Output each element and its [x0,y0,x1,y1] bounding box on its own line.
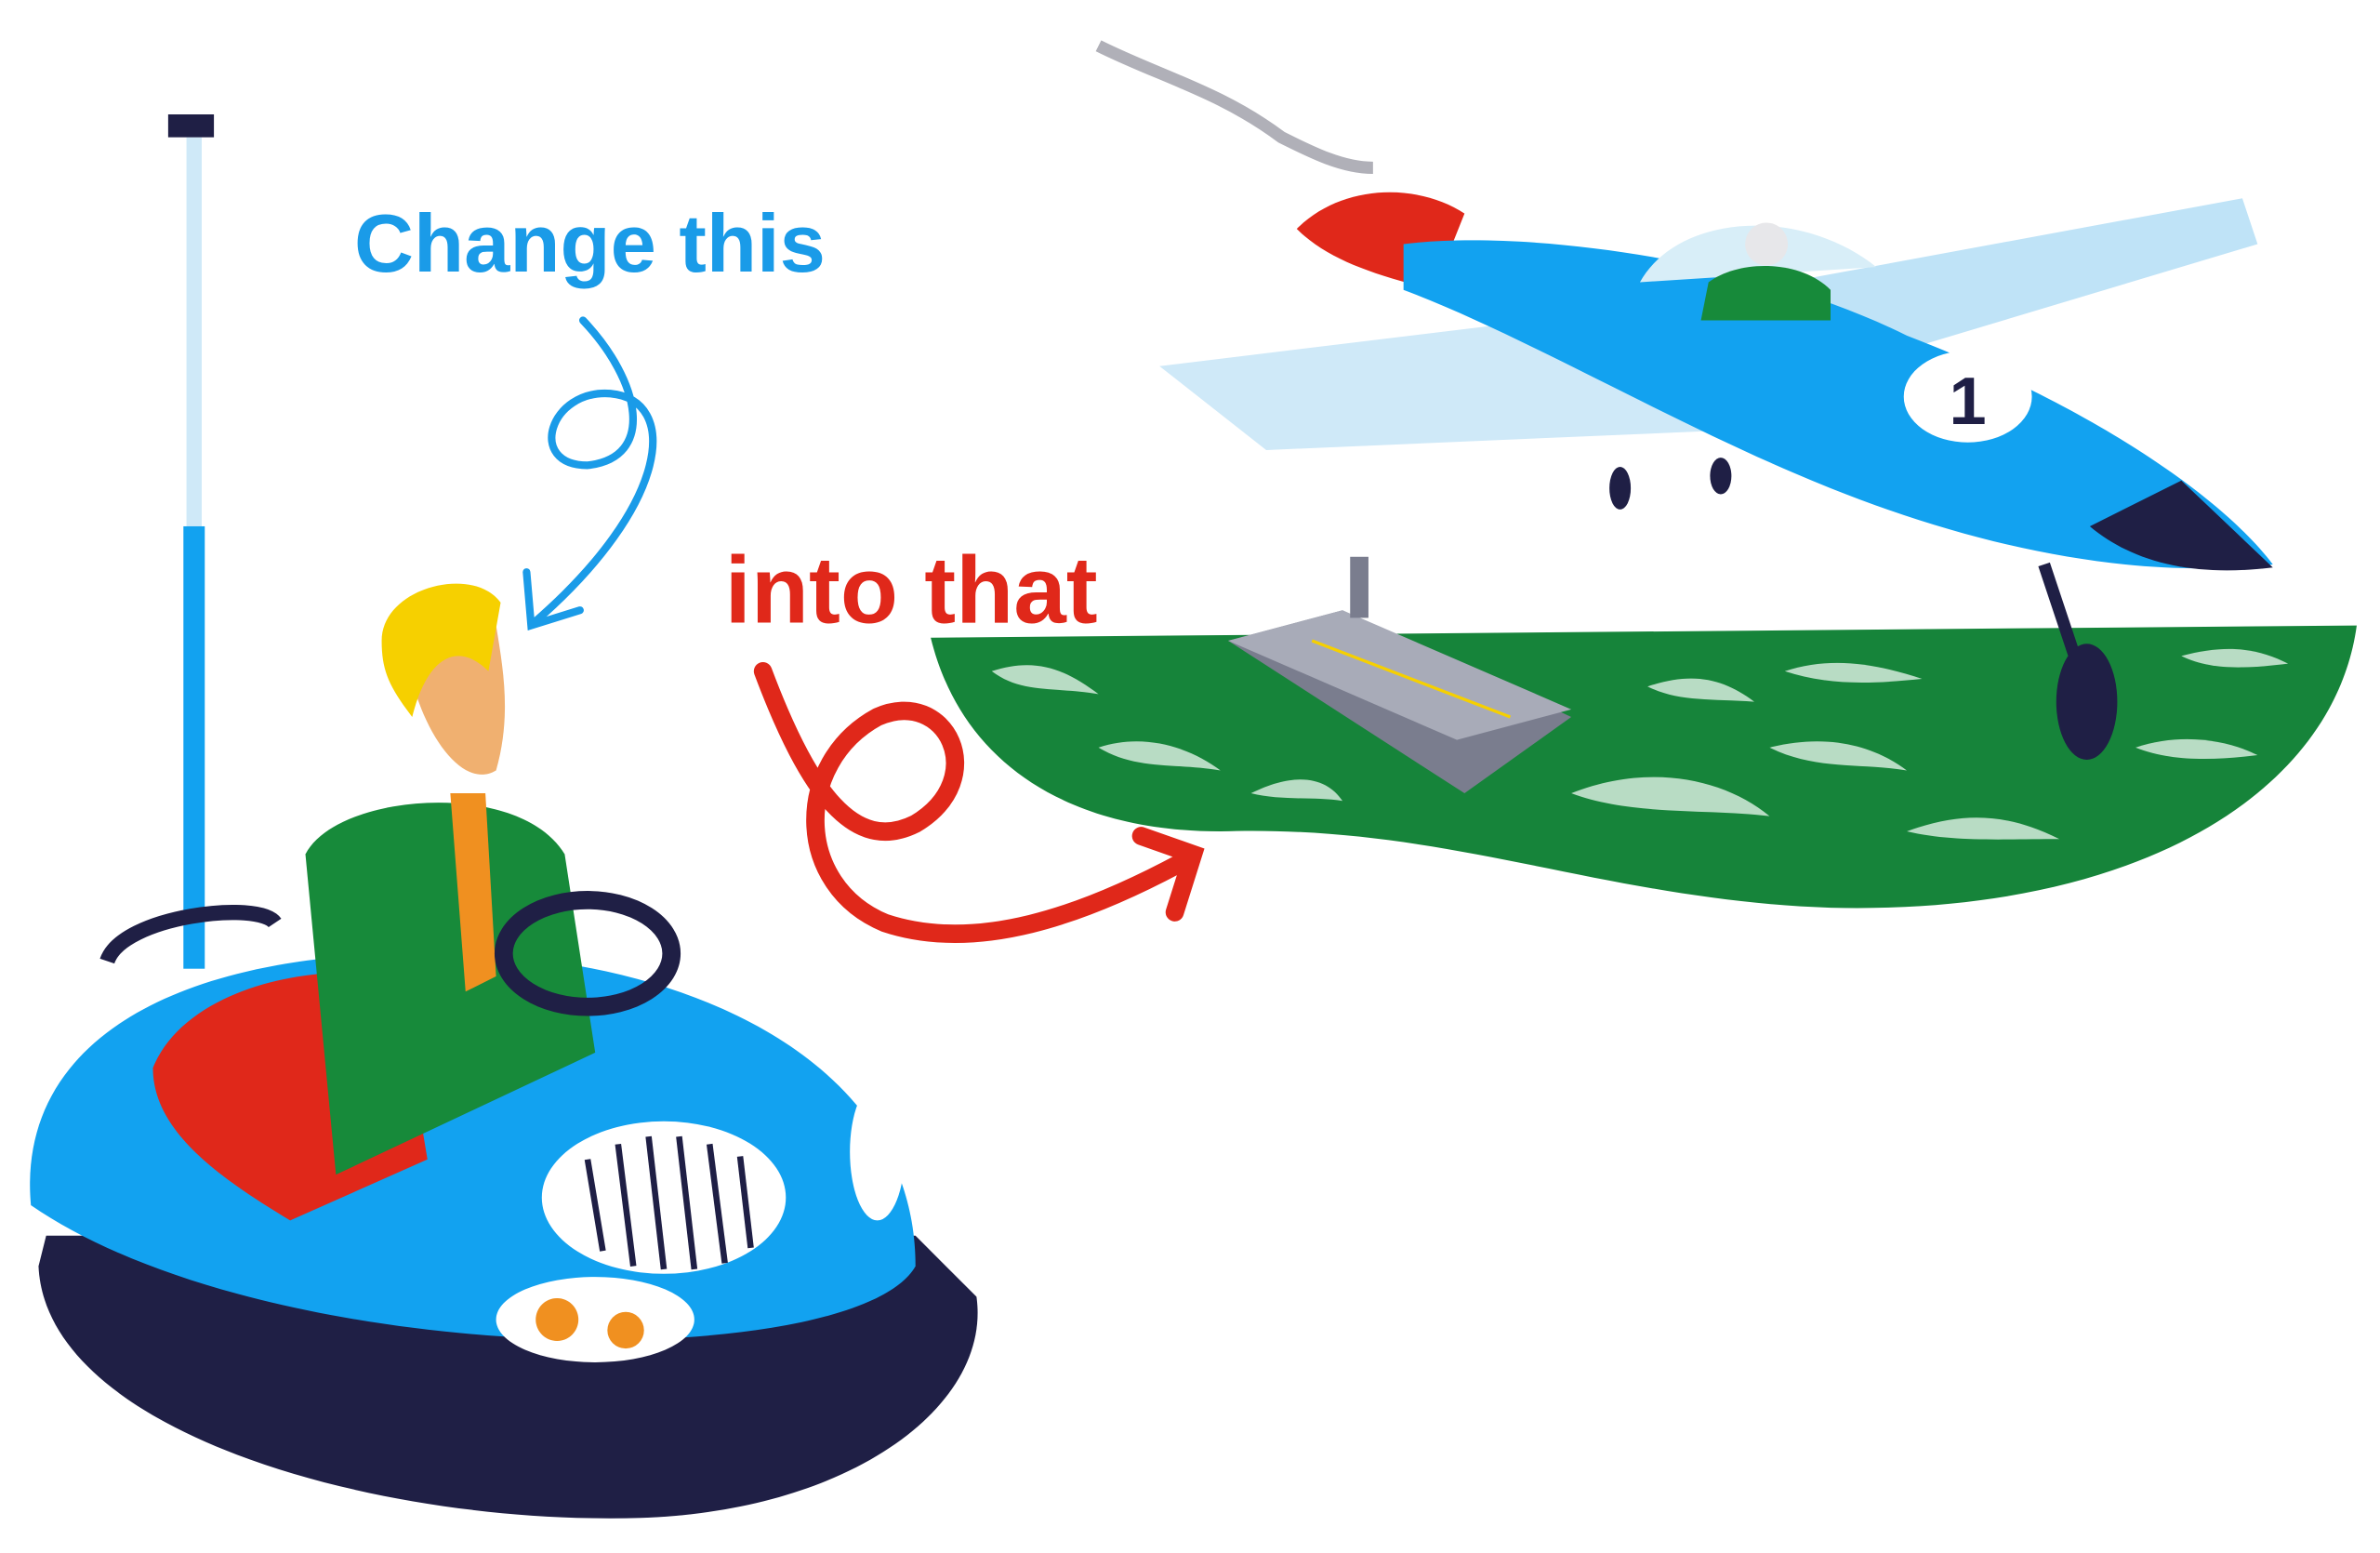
red-curly-arrow [753,661,1205,943]
aircraft-carrier [1228,556,1572,794]
bumper-car [30,114,978,1519]
into-that-label: into that [725,537,1098,643]
jet-plane: 1 [1095,40,2273,760]
plane-number: 1 [1950,365,1987,439]
blue-curly-arrow [522,316,657,631]
sea [931,556,2357,909]
plane-number-badge [1903,351,2032,443]
change-this-label: Change this [354,197,826,289]
